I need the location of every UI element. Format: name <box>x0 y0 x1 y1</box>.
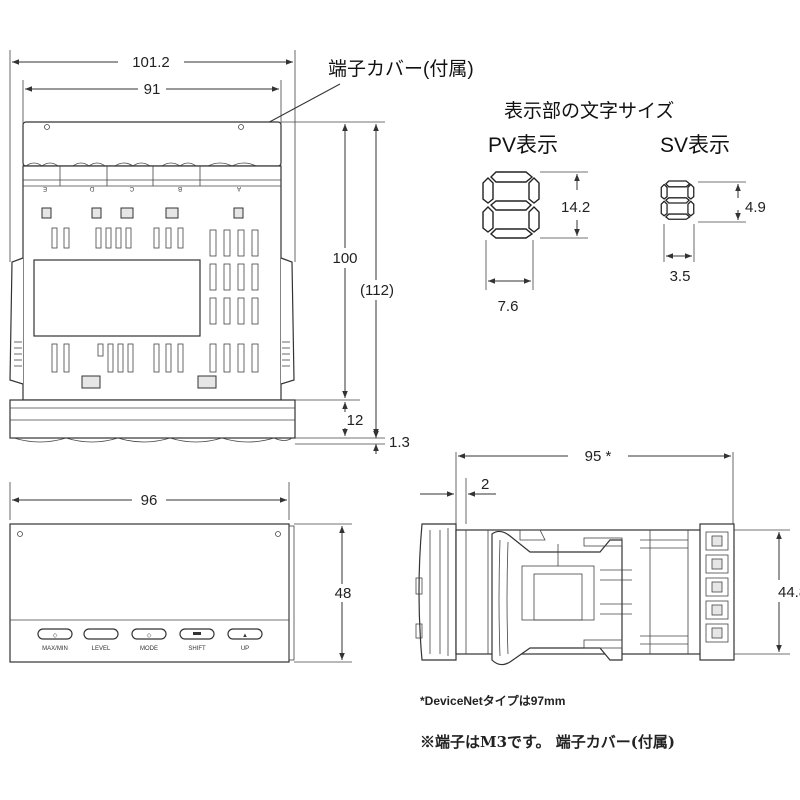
svg-text:SHIFT: SHIFT <box>188 646 206 652</box>
side-mounting-clip <box>491 530 623 666</box>
svg-text:MAX/MIN: MAX/MIN <box>42 646 68 652</box>
dim-height-overall: (112) <box>360 282 394 299</box>
front-panel <box>9 523 290 663</box>
dim-body-width: 91 <box>144 81 161 98</box>
dim-height: 100 <box>332 250 357 267</box>
pv-height: 14.2 <box>561 199 590 216</box>
max-min-button[interactable]: ◇ MAX/MIN <box>37 628 73 652</box>
side-panel-thickness: 2 <box>481 476 489 493</box>
terminal-letter-c: C <box>129 185 134 191</box>
sv-digit-icon <box>660 180 695 220</box>
front-height: 48 <box>335 585 352 602</box>
svg-text:UP: UP <box>241 646 249 652</box>
svg-text:LEVEL: LEVEL <box>92 646 111 652</box>
svg-text:MODE: MODE <box>140 646 158 652</box>
terminal-cover <box>22 121 282 167</box>
terminal-cover-leader <box>261 83 341 127</box>
pv-digit-icon <box>482 171 540 239</box>
terminal-letter-e: E <box>43 185 47 191</box>
side-bezel <box>418 523 457 661</box>
mode-button[interactable]: ◇ MODE <box>131 628 167 652</box>
sv-height: 4.9 <box>745 199 766 216</box>
up-button[interactable]: ▲ UP <box>227 628 263 652</box>
sv-label: SV表示 <box>660 134 730 157</box>
side-height: 44.8 <box>778 584 800 601</box>
svg-text:◇: ◇ <box>147 633 152 639</box>
vent-slots <box>51 227 259 373</box>
terminal-cover-label: 端子カバー(付属) <box>328 58 474 80</box>
svg-text:◇: ◇ <box>53 633 58 639</box>
dim-bezel: 1.3 <box>389 434 410 451</box>
svg-text:▲: ▲ <box>242 633 248 639</box>
char-size-section: 表示部の文字サイズ PV表示 SV表示 14.2 7.6 <box>482 100 766 315</box>
label-plate <box>33 259 201 337</box>
sv-width: 3.5 <box>670 268 691 285</box>
dim-overall-width: 101.2 <box>132 54 170 71</box>
mounting-clip-left <box>9 257 24 385</box>
terminal-letter-d: D <box>89 185 94 191</box>
shift-button[interactable]: SHIFT <box>179 628 215 652</box>
front-bezel-top <box>9 399 296 439</box>
pv-label: PV表示 <box>488 134 558 157</box>
level-button[interactable]: LEVEL <box>83 628 119 652</box>
side-depth: 95 * <box>585 448 612 465</box>
front-view: 96 ◇ MAX/MIN LEVEL ◇ MODE SHIFT ▲ <box>9 482 356 663</box>
pv-width: 7.6 <box>498 298 519 315</box>
mounting-clip-right <box>280 257 295 385</box>
terminal-letter-a: A <box>237 185 241 191</box>
char-size-heading: 表示部の文字サイズ <box>504 100 674 122</box>
note-terminal: ※端子はM3です。 端子カバー(付属) <box>420 733 675 751</box>
side-view: 95 * 2 <box>415 446 800 666</box>
dim-front: 12 <box>347 412 364 429</box>
front-width: 96 <box>141 492 158 509</box>
note-devicenet: *DeviceNetタイプは97mm <box>420 693 565 708</box>
terminal-letter-b: B <box>178 185 182 191</box>
top-view: 101.2 91 端子カバー(付属) E D C B A <box>9 50 474 454</box>
